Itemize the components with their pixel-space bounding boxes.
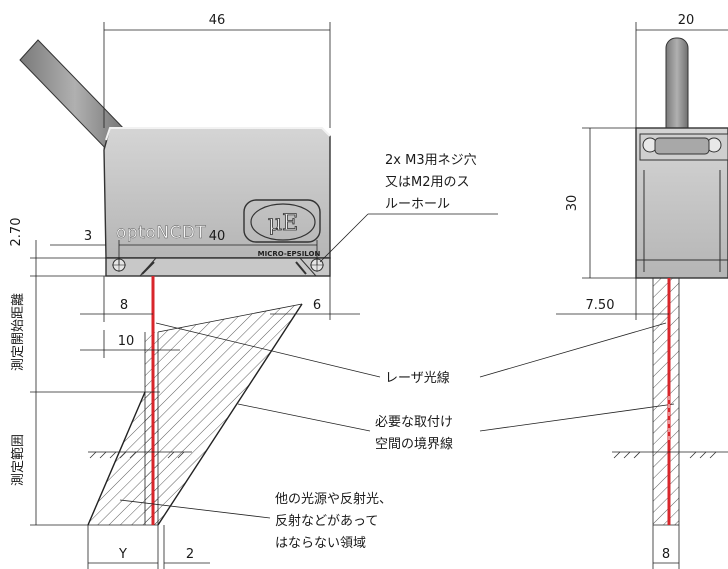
front-view: optoNCDT μE MICRO-EPSILON [9,13,360,569]
callout-laser-beam: レーザ光線 [385,370,450,386]
keep-free-diagonal [87,391,146,526]
logo-mark: μE [268,211,298,236]
dimension-offset-2: 2 [186,547,194,562]
dimension-width-40: 40 [209,229,226,244]
dimension-width-y: Y [118,547,127,562]
side-beam-column-hatch [653,278,679,525]
measuring-start-distance-label: 測定開始距離 [11,293,26,371]
callout-keep-free-line-1: 他の光源や反射光、 [275,491,392,507]
logo-text: MICRO-EPSILON [258,250,321,258]
dimension-width-46: 46 [209,13,226,28]
callout-mounting-holes-line-1: 2x M3用ネジ穴 [385,153,477,168]
dimension-offset-6: 6 [313,298,321,313]
callout-mounting-holes-line-2: 又はM2用のス [385,175,470,190]
callout-mounting-space-line-2: 空間の境界線 [375,436,453,452]
boundary-line-top [157,303,303,333]
sensor-base-plate [105,257,331,277]
callout-keep-free-line-2: 反射などがあって [275,513,378,529]
dimension-offset-10: 10 [118,334,135,349]
side-cable [665,37,689,143]
side-dimension-width-8: 8 [662,547,670,562]
callout-keep-free-line-3: はならない領域 [275,535,366,551]
side-dimension-height-30: 30 [565,195,580,212]
brand-label: optoNCDT [116,223,206,243]
side-housing [635,127,728,279]
manufacturer-logo: μE [243,199,321,243]
measuring-range-label: 測定範囲 [11,434,26,486]
side-view: 20 30 7.50 8 [556,13,728,569]
side-dimension-width-20: 20 [678,13,695,28]
side-dimension-offset-7-50: 7.50 [586,298,615,313]
callouts: 2x M3用ネジ穴 又はM2用のス ルーホール レーザ光線 必要な取付け 空間の… [119,153,675,551]
callout-mounting-space-line-1: 必要な取付け [375,415,453,430]
keep-free-area [88,392,158,525]
dimension-height-2-70: 2.70 [9,218,24,247]
callout-mounting-holes-line-3: ルーホール [385,197,450,212]
dimension-offset-8: 8 [120,298,128,313]
dimension-offset-3: 3 [84,229,92,244]
boundary-line-diagonal [157,303,303,526]
